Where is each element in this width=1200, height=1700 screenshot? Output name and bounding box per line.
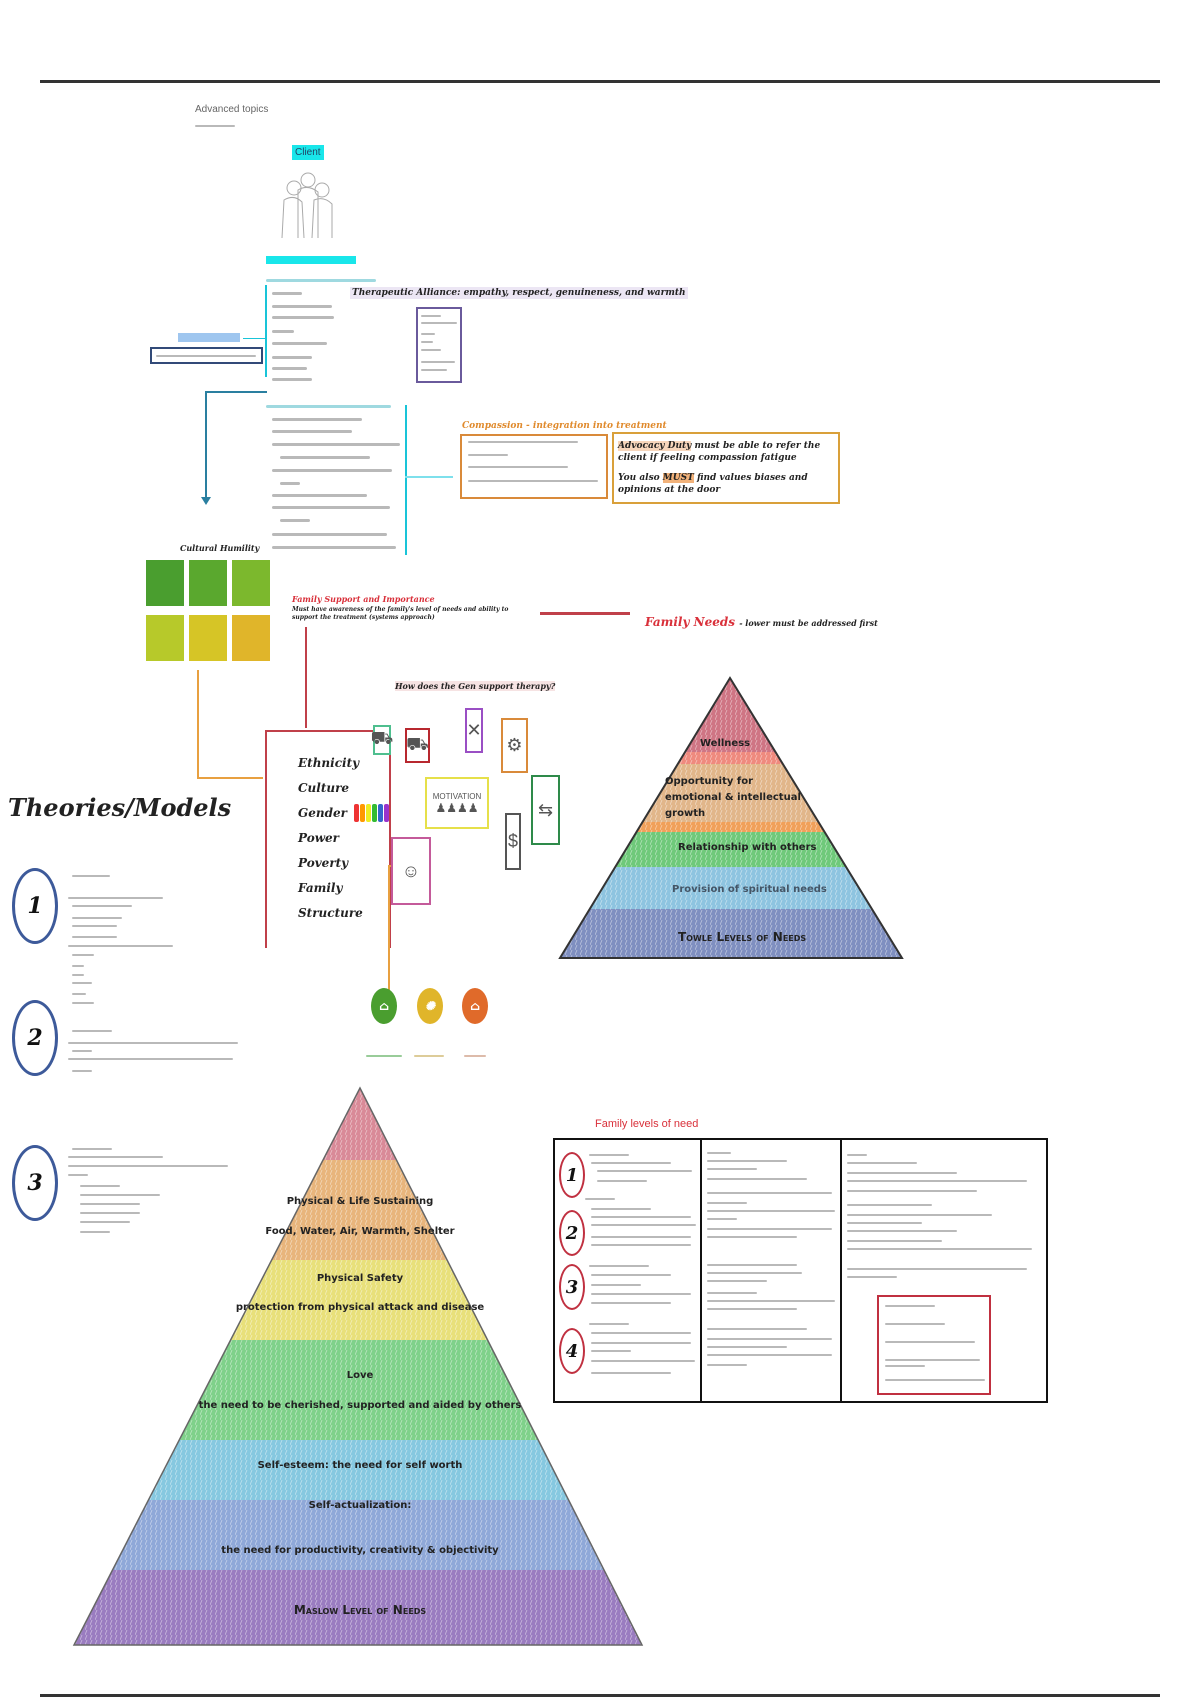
- connector: [205, 391, 207, 499]
- connector: [197, 670, 199, 778]
- cart-icon: ⛟: [371, 725, 393, 755]
- workflow-icon: ⇆: [531, 775, 560, 845]
- word-poverty: Poverty: [298, 856, 349, 870]
- maslow-level-safety: Physical Safety: [316, 1273, 404, 1284]
- must-text: find values biases and opinions at the d…: [618, 473, 808, 495]
- connector: [540, 612, 630, 615]
- connector: [197, 777, 263, 779]
- truck-icon: ⛟: [405, 728, 430, 763]
- advocacy-text: must be able to refer the client if feel…: [618, 441, 821, 463]
- bottom-rule: [40, 1694, 1160, 1697]
- theory-3-badge: 3: [12, 1145, 58, 1221]
- word-culture: Culture: [298, 781, 350, 795]
- towle-level-wellness: Wellness: [700, 738, 751, 749]
- word-family: Family: [298, 881, 343, 895]
- people-rainbow-icon: [354, 804, 389, 822]
- support-question: How does the Gen support therapy?: [395, 681, 556, 691]
- connector: [205, 391, 267, 393]
- maslow-level-love-desc: the need to be cherished, supported and …: [198, 1400, 522, 1411]
- level-2-badge: 2: [559, 1210, 585, 1256]
- word-structure: Structure: [298, 906, 363, 920]
- family-needs-title: Family Needs - lower must be addressed f…: [645, 615, 878, 629]
- connector: [388, 865, 390, 990]
- alliance-box: [416, 307, 462, 383]
- must-lead: You also: [618, 473, 660, 483]
- home-icon: ⌂: [462, 988, 488, 1024]
- maslow-level-esteem: Self-esteem: the need for self worth: [257, 1460, 463, 1471]
- level-4-badge: 4: [559, 1328, 585, 1374]
- dollar-icon: $: [505, 813, 521, 870]
- page-date: [195, 125, 235, 127]
- level-1-badge: 1: [559, 1152, 585, 1198]
- connector: [305, 627, 307, 728]
- idea-icon: ✺: [417, 988, 443, 1024]
- maslow-level-actualization-desc: the need for productivity, creativity & …: [221, 1545, 499, 1556]
- theories-models-title: Theories/Models: [8, 793, 232, 822]
- advocacy-box: Advocacy Duty must be able to refer the …: [612, 432, 840, 504]
- word-gender: Gender: [298, 806, 347, 820]
- principles-heading: [266, 405, 391, 408]
- connector: [405, 476, 453, 478]
- satir-box: [150, 347, 263, 364]
- therapeutic-alliance-title: Therapeutic Alliance: empathy, respect, …: [350, 287, 688, 299]
- maslow-level-love: Love: [346, 1370, 374, 1381]
- tools-icon: ✕: [465, 708, 483, 753]
- family-sketch-icon: [281, 172, 333, 239]
- gear-icon: ⚙: [501, 718, 528, 773]
- techniques-box: [877, 1295, 991, 1395]
- cyan-heading: [266, 256, 356, 264]
- connector: [243, 338, 265, 339]
- family-needs-label: Family Needs: [645, 615, 735, 629]
- must-word: MUST: [662, 473, 694, 483]
- list-heading: [266, 279, 376, 282]
- head-gears-icon: ☺: [391, 837, 431, 905]
- word-power: Power: [298, 831, 339, 845]
- family-support-subtitle: Must have awareness of the family's leve…: [292, 606, 509, 621]
- towle-level-growth: Opportunity for emotional & intellectual…: [665, 776, 801, 819]
- maslow-level-safety-desc: protection from physical attack and dise…: [235, 1302, 485, 1313]
- towle-level-relationship: Relationship with others: [678, 842, 817, 853]
- page-title: Advanced topics: [195, 104, 269, 115]
- cultural-humility-title: Cultural Humility: [180, 543, 260, 553]
- theory-1-badge: 1: [12, 868, 58, 944]
- motivation-label: MOTIVATION: [432, 791, 482, 801]
- community-icon: ⌂: [371, 988, 397, 1024]
- towle-title: Towle Levels of Needs: [678, 930, 807, 944]
- maslow-level-actualization: Self-actualization:: [308, 1500, 412, 1511]
- maslow-level-physical-desc: Food, Water, Air, Warmth, Shelter: [265, 1226, 455, 1237]
- family-levels-table: 1 2 3 4: [553, 1138, 1048, 1403]
- arrow-down-icon: [201, 497, 211, 505]
- top-rule: [40, 80, 1160, 83]
- maslow-level-physical: Physical & Life Sustaining: [286, 1196, 434, 1207]
- motivation-icon: MOTIVATION♟♟♟♟: [425, 777, 489, 829]
- client-label: Client: [292, 145, 324, 160]
- advocacy-lead: Advocacy Duty: [618, 441, 692, 451]
- maslow-title: Maslow Level of Needs: [293, 1603, 427, 1617]
- family-levels-title: Family levels of need: [595, 1118, 699, 1130]
- level-3-badge: 3: [559, 1264, 585, 1310]
- theory-2-badge: 2: [12, 1000, 58, 1076]
- towle-level-spiritual: Provision of spiritual needs: [672, 884, 827, 895]
- compassion-title: Compassion - integration into treatment: [462, 421, 667, 431]
- list-bracket: [265, 285, 267, 377]
- family-support-title: Family Support and Importance: [292, 594, 435, 604]
- diversity-box: [265, 730, 391, 948]
- family-needs-note: - lower must be addressed first: [739, 618, 878, 628]
- principles-bracket: [405, 405, 407, 555]
- word-ethnicity: Ethnicity: [298, 756, 360, 770]
- satir-heading: [178, 333, 240, 342]
- compassion-box: [460, 434, 608, 499]
